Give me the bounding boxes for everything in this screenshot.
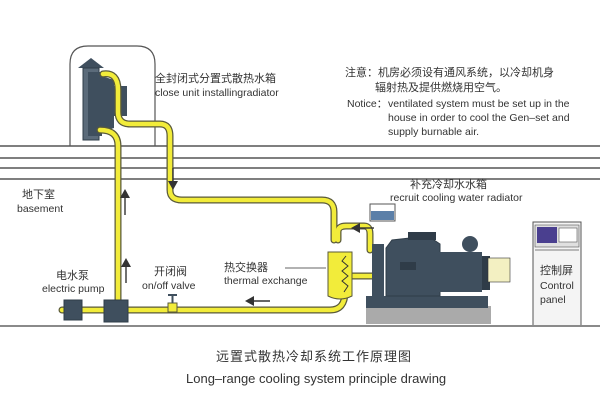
exchange-label-en: thermal exchange	[224, 275, 308, 287]
floor-slab-lines	[0, 145, 600, 180]
notice-cn-line1: 注意：机房必须设有通风系统，以冷却机身	[345, 66, 554, 81]
radiator-label-en: close unit installingradiator	[155, 87, 279, 99]
diagram-title-en: Long–range cooling system principle draw…	[186, 371, 447, 386]
recruit-tank-label-en: recruit cooling water radiator	[390, 192, 523, 204]
notice-cn-line2: 辐射热及提供燃烧用空气。	[375, 81, 507, 94]
flow-arrows	[120, 168, 374, 306]
pump-label-cn: 电水泵	[56, 269, 89, 282]
radiator-label-cn: 全封闭式分置式散热水箱	[155, 72, 276, 85]
roof-enclosure	[69, 45, 156, 146]
basement-label-cn: 地下室	[22, 188, 55, 201]
control-panel-label-en-1: Control	[540, 280, 574, 292]
valve-label-cn: 开闭阀	[154, 265, 187, 278]
control-panel-label-en-2: panel	[540, 294, 566, 306]
pumps	[63, 299, 129, 323]
valve-label-en: on/off valve	[142, 280, 196, 292]
recruit-tank-label-cn: 补充冷却水水箱	[410, 178, 487, 191]
notice-cn-text1: 机房必须设有通风系统，以冷却机身	[378, 66, 554, 79]
basement-label-en: basement	[17, 203, 64, 215]
recruit-water-tank	[369, 203, 396, 222]
pump-label-en: electric pump	[42, 283, 105, 295]
notice-cn-prefix: 注意：	[345, 66, 378, 79]
on-off-valve	[167, 294, 178, 313]
generator-set	[366, 232, 511, 324]
notice-en-prefix: Notice：	[347, 98, 388, 110]
diagram-title-cn: 远置式散热冷却系统工作原理图	[216, 350, 413, 365]
notice-en-line1: ventilated system must be set up in the	[388, 98, 570, 110]
control-panel-label-cn: 控制屏	[540, 264, 573, 277]
thermal-exchanger	[285, 251, 353, 300]
exchange-label-cn: 热交换器	[224, 261, 268, 274]
control-panel	[532, 221, 582, 327]
notice-en-line2: house in order to cool the Gen–set and	[388, 112, 570, 124]
notice-en-line3: supply burnable air.	[388, 126, 480, 138]
